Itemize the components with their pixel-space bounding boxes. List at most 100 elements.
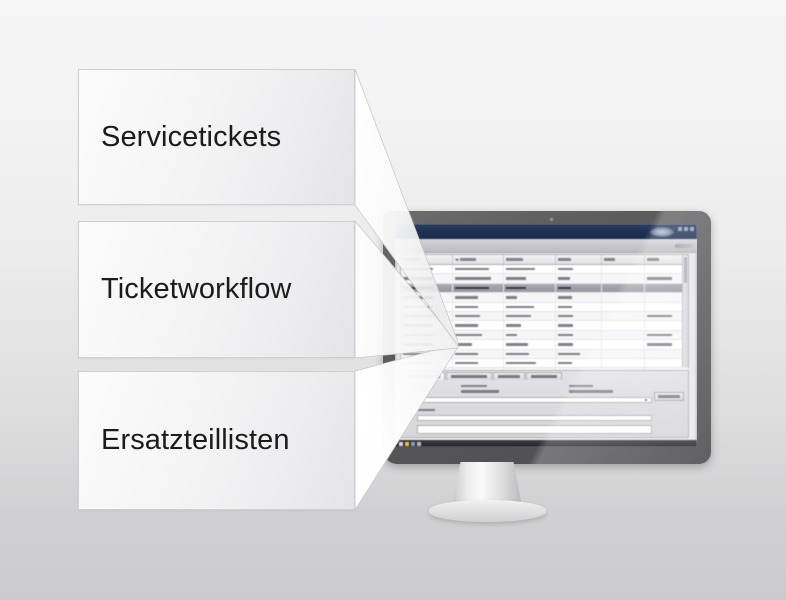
field-service-auftrag-nr[interactable] <box>461 385 507 393</box>
card-ersatzteillisten[interactable]: Ersatzteillisten <box>78 371 355 510</box>
table-cell <box>504 302 556 311</box>
table-cell <box>602 311 645 321</box>
detail-panel <box>400 370 689 438</box>
table-cell-text <box>506 296 518 299</box>
table-cell <box>401 265 453 274</box>
detail-tab-label <box>531 375 557 378</box>
table-cell <box>556 340 602 349</box>
close-button[interactable] <box>678 227 682 231</box>
table-cell-text <box>454 361 478 365</box>
detail-tab-label <box>498 375 520 378</box>
table-cell-text <box>506 277 526 280</box>
application-window <box>395 224 697 447</box>
table-cell-text <box>646 314 673 318</box>
os-taskbar[interactable] <box>395 440 697 447</box>
table-row[interactable] <box>401 358 688 369</box>
table-cell <box>401 311 453 321</box>
table-row[interactable] <box>401 265 688 275</box>
table-cell-text <box>403 343 434 346</box>
table-cell <box>401 302 453 311</box>
description-input[interactable] <box>417 397 652 403</box>
window-icon[interactable] <box>411 441 415 446</box>
detail-tab-positionen[interactable] <box>493 372 525 380</box>
table-cell-text <box>506 333 518 337</box>
column-header-beschreibung[interactable] <box>556 255 602 264</box>
table-row[interactable] <box>401 274 688 284</box>
table-cell-text <box>454 324 478 327</box>
table-row[interactable] <box>401 349 688 359</box>
scrollbar-thumb[interactable] <box>684 257 687 283</box>
table-row[interactable] <box>401 330 688 341</box>
table-header-row[interactable] <box>401 255 688 265</box>
table-cell-text <box>557 333 574 337</box>
table-cell <box>401 340 453 349</box>
table-cell <box>401 349 453 358</box>
minimize-button[interactable] <box>690 227 694 231</box>
spinner-icon[interactable] <box>644 398 648 402</box>
card-ticketworkflow[interactable]: Ticketworkflow <box>78 221 355 358</box>
field-label <box>569 385 593 388</box>
field-label <box>417 409 435 412</box>
table-row[interactable] <box>401 293 688 303</box>
table-row[interactable] <box>401 283 688 294</box>
field-bearbeiter[interactable] <box>569 385 625 393</box>
table-cell-text <box>646 277 673 280</box>
field-erstellt-am[interactable] <box>417 409 437 412</box>
table-row[interactable] <box>401 311 688 322</box>
table-row[interactable] <box>401 321 688 331</box>
maximize-button[interactable] <box>684 227 688 231</box>
table-cell-text <box>454 305 478 308</box>
table-cell <box>556 302 602 311</box>
table-cell-text <box>506 314 531 318</box>
app-icon[interactable] <box>417 441 421 446</box>
table-cell <box>401 283 453 293</box>
column-header-label <box>603 258 616 261</box>
monitor-stand-neck <box>452 462 522 507</box>
table-cell <box>453 283 505 293</box>
detail-tab-tickethistorie[interactable] <box>446 372 492 380</box>
column-header-techniker[interactable] <box>602 255 645 264</box>
table-cell <box>645 274 688 282</box>
app-toolbar[interactable] <box>395 239 697 253</box>
uebernehmen-button[interactable] <box>654 392 684 401</box>
table-cell-text <box>557 343 574 346</box>
column-header-offen-seit[interactable] <box>645 255 688 264</box>
table-cell-text <box>506 361 537 365</box>
detail-tab-strip[interactable] <box>401 371 688 380</box>
table-cell <box>645 312 688 320</box>
detail-form[interactable] <box>401 381 688 437</box>
column-header-anlage[interactable] <box>453 255 505 264</box>
table-body[interactable] <box>401 265 688 388</box>
notes-input[interactable] <box>417 415 652 421</box>
table-cell-text <box>557 277 570 280</box>
table-cell-text <box>557 324 573 327</box>
table-cell <box>602 283 645 293</box>
table-row[interactable] <box>401 340 688 350</box>
toolbar-window-controls[interactable] <box>675 244 693 248</box>
column-header-standort[interactable] <box>504 255 556 264</box>
data-table[interactable] <box>400 254 689 388</box>
card-label: Ticketworkflow <box>101 273 292 305</box>
table-cell <box>556 349 602 358</box>
table-cell <box>504 293 556 302</box>
field-value <box>461 390 499 393</box>
table-cell-text <box>646 333 673 337</box>
table-cell <box>453 302 505 311</box>
longtext-input[interactable] <box>417 425 652 434</box>
table-cell <box>401 293 453 302</box>
start-icon[interactable] <box>399 441 403 446</box>
monitor <box>383 211 711 464</box>
detail-tab-bemerkungen[interactable] <box>526 372 562 380</box>
table-cell <box>504 274 556 283</box>
sort-indicator-icon[interactable] <box>454 258 459 261</box>
column-header-status[interactable] <box>401 255 453 264</box>
table-cell-text <box>403 361 434 365</box>
folder-icon[interactable] <box>405 441 409 446</box>
table-scrollbar[interactable] <box>682 255 688 367</box>
card-servicetickets[interactable]: Servicetickets <box>78 69 355 205</box>
detail-tab-informationen[interactable] <box>403 372 445 380</box>
table-cell-text <box>403 305 434 308</box>
table-row[interactable] <box>401 302 688 312</box>
table-cell-text <box>454 352 478 355</box>
table-cell <box>504 265 556 274</box>
